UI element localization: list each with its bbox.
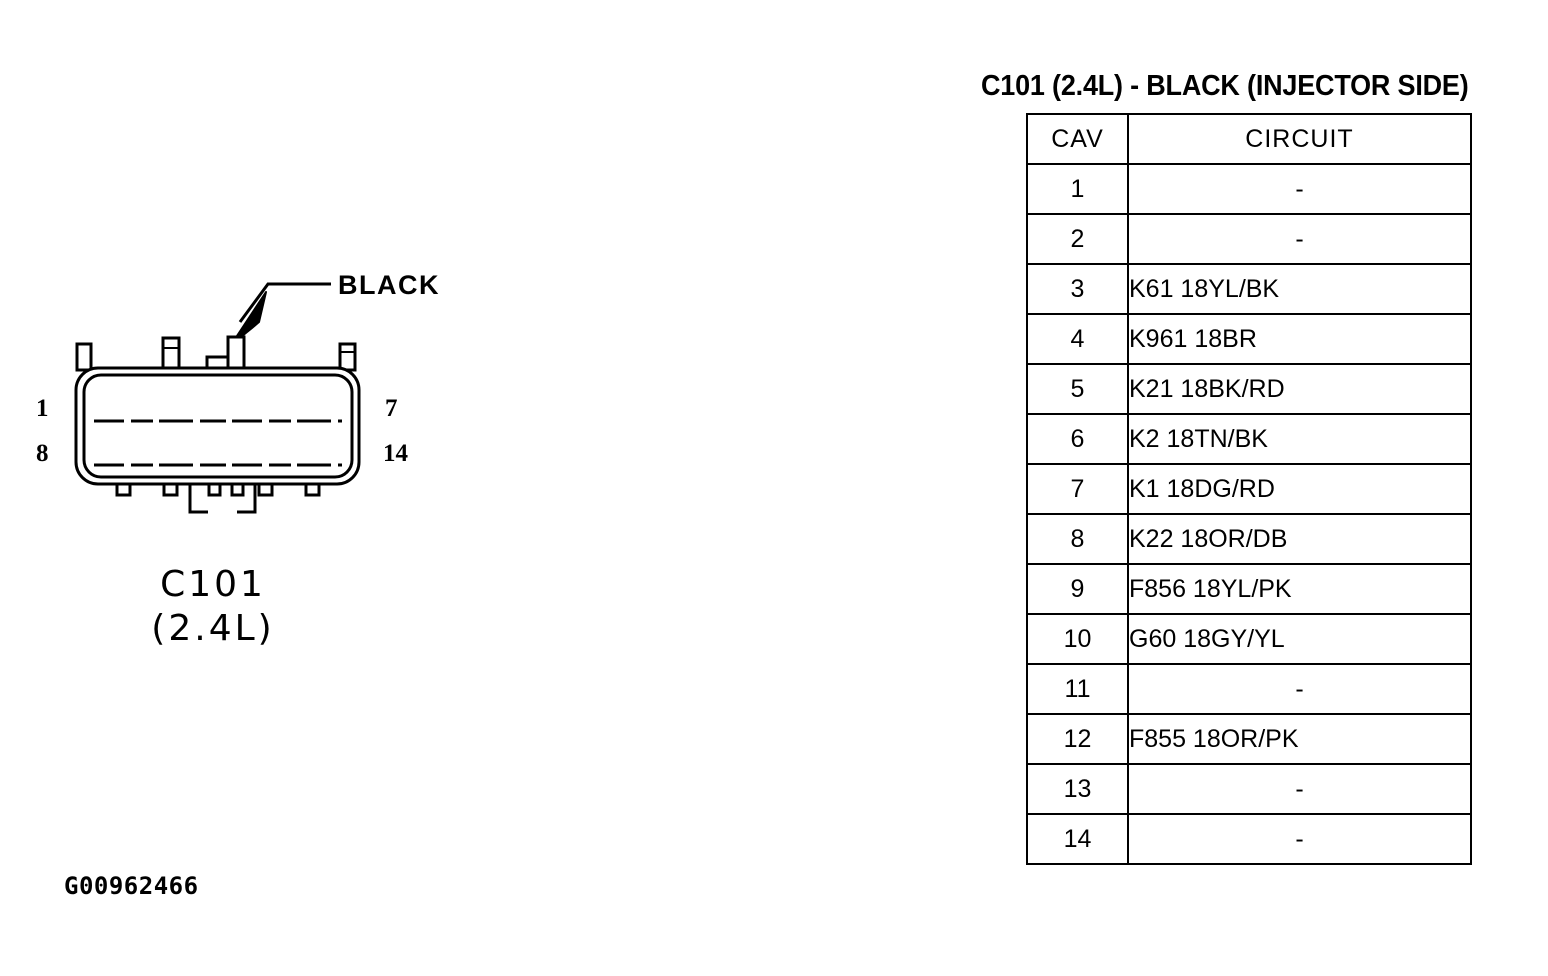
cell-cavity-number: 6 (1026, 413, 1129, 465)
connector-body-inner (82, 373, 354, 479)
connector-top-tab-right (338, 342, 357, 372)
cell-circuit-value: F856 18YL/PK (1127, 563, 1472, 615)
cell-circuit-value: - (1127, 763, 1472, 815)
connector-top-tab-mid (161, 336, 181, 372)
cell-circuit-value: K22 18OR/DB (1127, 513, 1472, 565)
cell-cavity-number: 5 (1026, 363, 1129, 415)
callout-leader-line (238, 282, 331, 323)
cell-circuit-value: - (1127, 163, 1472, 215)
table-row: 11- (1026, 663, 1472, 715)
connector-caption: C101 (2.4L) (78, 563, 348, 651)
connector-top-tab-keyed (226, 335, 246, 372)
cell-cavity-number: 7 (1026, 463, 1129, 515)
table-title: C101 (2.4L) - BLACK (INJECTOR SIDE) (981, 70, 1469, 102)
connector-bottom-nub-4 (230, 482, 245, 497)
cell-circuit-value: K61 18YL/BK (1127, 263, 1472, 315)
cell-circuit-value: K21 18BK/RD (1127, 363, 1472, 415)
connector-drawing (74, 282, 361, 514)
cell-circuit-value: - (1127, 813, 1472, 865)
cell-circuit-value: K1 18DG/RD (1127, 463, 1472, 515)
cell-cavity-number: 11 (1026, 663, 1129, 715)
cell-cavity-number: 3 (1026, 263, 1129, 315)
cell-cavity-number: 2 (1026, 213, 1129, 265)
pin-label-top-right: 7 (385, 395, 398, 422)
table-row: 2- (1026, 213, 1472, 265)
connector-bottom-bracket-left (188, 482, 208, 514)
cell-cavity-number: 12 (1026, 713, 1129, 765)
cell-circuit-value: G60 18GY/YL (1127, 613, 1472, 665)
figure-reference-code: G00962466 (64, 872, 199, 900)
cell-cavity-number: 4 (1026, 313, 1129, 365)
connector-bottom-nub-2 (162, 482, 179, 497)
callout-label: BLACK (338, 270, 440, 300)
connector-bottom-nub-1 (115, 482, 132, 497)
connector-bottom-nub-5 (257, 482, 274, 497)
cell-circuit-value: - (1127, 663, 1472, 715)
table-row: 13- (1026, 763, 1472, 815)
pin-label-bottom-right: 14 (383, 440, 408, 467)
circuit-table-block: C101 (2.4L) - BLACK (INJECTOR SIDE) CAV … (981, 70, 1481, 865)
connector-bottom-nub-3 (207, 482, 222, 497)
callout-arrowhead (230, 291, 267, 346)
cell-cavity-number: 10 (1026, 613, 1129, 665)
table-row: 1- (1026, 163, 1472, 215)
cell-cavity-number: 13 (1026, 763, 1129, 815)
pin-label-top-left: 1 (36, 395, 49, 422)
table-row: 14- (1026, 813, 1472, 865)
cell-circuit-value: K2 18TN/BK (1127, 413, 1472, 465)
connector-caption-line2: (2.4L) (151, 607, 275, 649)
connector-illustration: BLACK 1 8 7 14 C101 (2.4L) (0, 0, 640, 700)
connector-bottom-nub-6 (304, 482, 321, 497)
column-header-cav: CAV (1026, 113, 1129, 165)
connector-caption-line1: C101 (160, 564, 266, 605)
cell-circuit-value: F855 18OR/PK (1127, 713, 1472, 765)
connector-bottom-bracket-right (237, 482, 257, 514)
cell-cavity-number: 1 (1026, 163, 1129, 215)
cell-circuit-value: K961 18BR (1127, 313, 1472, 365)
column-header-circuit: CIRCUIT (1127, 113, 1472, 165)
cell-cavity-number: 8 (1026, 513, 1129, 565)
table-header-row: CAV CIRCUIT (1026, 113, 1472, 165)
pin-label-bottom-left: 8 (36, 440, 49, 467)
cell-circuit-value: - (1127, 213, 1472, 265)
connector-top-tab-left (75, 342, 93, 372)
cell-cavity-number: 14 (1026, 813, 1129, 865)
cell-cavity-number: 9 (1026, 563, 1129, 615)
